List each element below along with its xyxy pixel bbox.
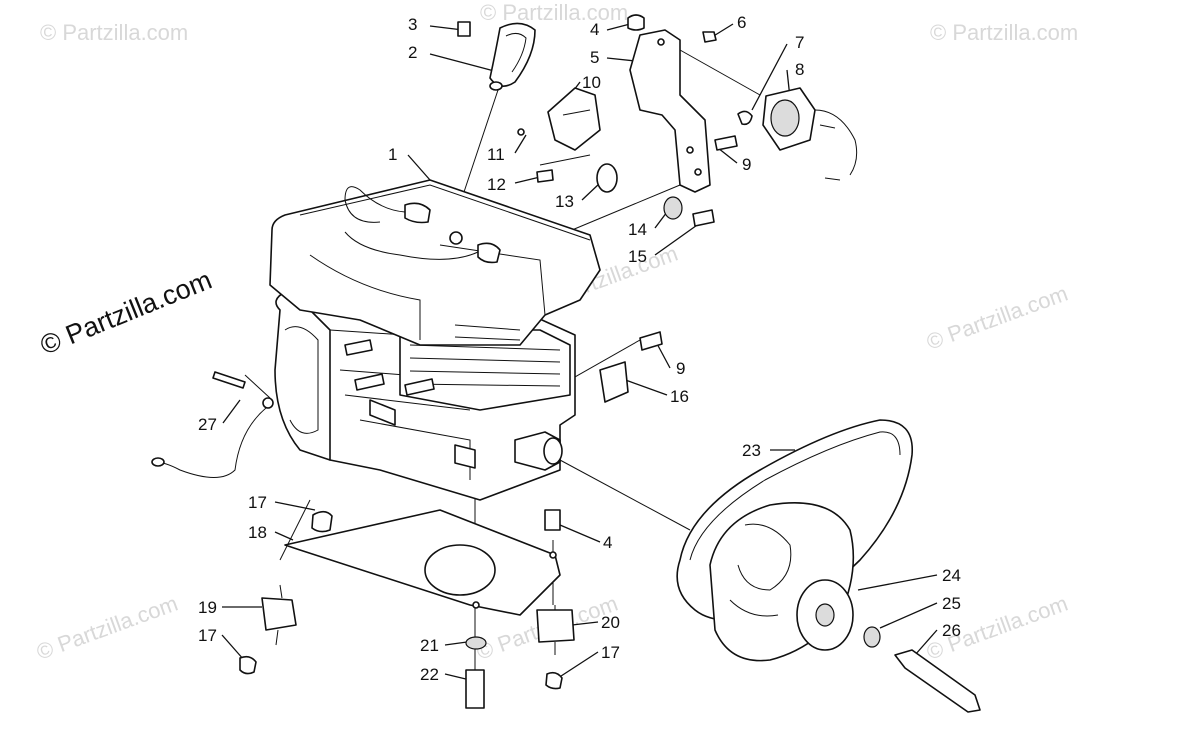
fuel-cap-handle [457, 21, 536, 91]
callout-10: 10 [582, 73, 601, 92]
callout-labels: 3 2 4 5 6 7 8 10 11 12 13 9 14 15 1 9 16… [198, 13, 961, 684]
callout-17-lower: 17 [198, 626, 217, 645]
engine-assembly [269, 179, 601, 501]
callout-6: 6 [737, 13, 746, 32]
callout-17-right: 17 [601, 643, 620, 662]
watermark-top-left: © Partzilla.com [40, 20, 188, 45]
mounting-bracket [517, 14, 858, 227]
callout-27: 27 [198, 415, 217, 434]
watermark-main: © Partzilla.com [36, 265, 216, 361]
callout-20: 20 [601, 613, 620, 632]
callout-22: 22 [420, 665, 439, 684]
callout-4: 4 [590, 20, 599, 39]
ground-wire [151, 371, 274, 478]
watermark-mid-right: © Partzilla.com [923, 281, 1071, 355]
clamp-parts [599, 331, 663, 403]
callout-3: 3 [408, 15, 417, 34]
callout-23: 23 [742, 441, 761, 460]
callout-13: 13 [555, 192, 574, 211]
callout-5: 5 [590, 48, 599, 67]
watermark-bottom-left: © Partzilla.com [33, 591, 181, 665]
callout-26: 26 [942, 621, 961, 640]
base-plate [239, 509, 575, 709]
callout-8: 8 [795, 60, 804, 79]
callout-24: 24 [942, 566, 961, 585]
callout-15: 15 [628, 247, 647, 266]
callout-19: 19 [198, 598, 217, 617]
watermark-top-center: © Partzilla.com [480, 0, 628, 25]
callout-14: 14 [628, 220, 647, 239]
callout-18: 18 [248, 523, 267, 542]
callout-2: 2 [408, 43, 417, 62]
callout-16: 16 [670, 387, 689, 406]
callout-4-lower: 4 [603, 533, 612, 552]
callout-21: 21 [420, 636, 439, 655]
callout-12: 12 [487, 175, 506, 194]
callout-9-upper: 9 [742, 155, 751, 174]
callout-25: 25 [942, 594, 961, 613]
drive-clutch-assembly [676, 419, 981, 713]
callout-17-upper: 17 [248, 493, 267, 512]
callout-9-lower: 9 [676, 359, 685, 378]
watermark-top-right: © Partzilla.com [930, 20, 1078, 45]
callout-1: 1 [388, 145, 397, 164]
callout-11: 11 [487, 145, 505, 164]
callout-7: 7 [795, 33, 804, 52]
